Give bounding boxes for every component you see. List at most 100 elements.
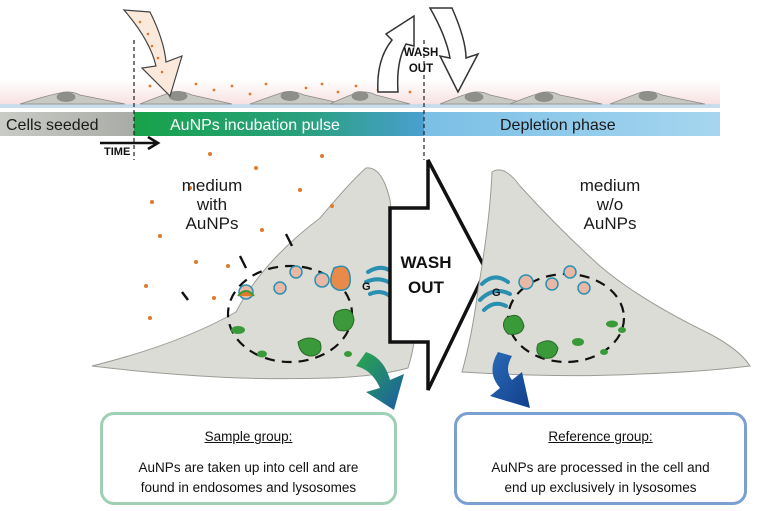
- center-out-label: OUT: [408, 278, 445, 297]
- nanoparticle: [254, 166, 258, 170]
- medium-without-line1: medium: [580, 176, 640, 195]
- nanoparticle: [230, 84, 234, 88]
- reference-group-heading: Reference group:: [548, 429, 653, 444]
- golgi-icon: [478, 275, 512, 312]
- endosome: [563, 265, 577, 279]
- center-washout-arrow-icon: [388, 159, 488, 391]
- nanoparticle: [330, 204, 334, 208]
- nanoparticle: [304, 86, 308, 90]
- nanoparticle: [248, 92, 252, 96]
- golgi-label-right: G: [492, 287, 501, 299]
- nanoparticle: [354, 84, 358, 88]
- nanoparticle: [298, 188, 302, 192]
- lysosome: [257, 350, 267, 358]
- nanoparticle: [138, 20, 142, 24]
- lysosome: [332, 308, 355, 332]
- nanoparticle: [156, 56, 160, 60]
- addition-arrow: [122, 9, 183, 98]
- sample-group-line1: AuNPs are taken up into cell and are: [138, 460, 359, 475]
- nanoparticle: [146, 32, 150, 36]
- nanoparticle: [260, 228, 264, 232]
- medium-without-line2: w/o: [596, 195, 623, 214]
- sample-group-heading: Sample group:: [204, 429, 293, 444]
- reference-cell: G medium w/o AuNPs: [461, 169, 751, 408]
- nanoparticle: [158, 234, 162, 238]
- top-wash-label: WASH: [404, 47, 439, 59]
- nanoparticle: [336, 90, 340, 94]
- golgi-label-left: G: [362, 281, 371, 293]
- nanoparticle: [320, 154, 324, 158]
- endosome: [314, 272, 330, 288]
- seeded-cell-nucleus: [534, 92, 554, 102]
- top-washout-arrows: WASH OUT: [377, 7, 480, 94]
- nanoparticle: [144, 284, 148, 288]
- washout-up-arrow-icon: [377, 14, 415, 93]
- nanoparticle: [212, 88, 216, 92]
- reference-group-text: AuNPs are processed in the cell and end …: [457, 458, 744, 498]
- seeded-cell-nucleus: [464, 92, 484, 102]
- sample-membrane-markers: [181, 233, 294, 301]
- medium-without-line3: AuNPs: [584, 214, 637, 233]
- seeded-cell: [509, 91, 603, 105]
- reference-lysosomes: [502, 265, 626, 359]
- nanoparticle: [208, 152, 212, 156]
- lysosome: [618, 327, 626, 333]
- sample-endosomes: [231, 265, 355, 358]
- medium-with-line1: medium: [182, 176, 242, 195]
- lysosome: [231, 326, 245, 334]
- sample-group-line2: found in endosomes and lysosomes: [140, 480, 357, 495]
- nanoparticle: [150, 44, 154, 48]
- seeded-cell-nucleus: [56, 92, 76, 102]
- center-wash-label: WASH: [401, 253, 452, 272]
- timeline-strip: Cells seeded AuNPs incubation pulse Depl…: [0, 40, 720, 160]
- nanoparticle: [212, 296, 216, 300]
- sample-group-text: AuNPs are taken up into cell and are fou…: [103, 458, 394, 498]
- uptake-pit: [237, 290, 255, 297]
- lysosome: [572, 338, 584, 346]
- reference-group-line2: end up exclusively in lysosomes: [504, 480, 697, 495]
- nanoparticle: [160, 70, 164, 74]
- endosome: [289, 265, 303, 279]
- reference-arrow-icon: [490, 352, 530, 408]
- sample-group-box: Sample group: AuNPs are taken up into ce…: [100, 412, 397, 505]
- reference-group-line1: AuNPs are processed in the cell and: [491, 460, 710, 475]
- substrate-line: [0, 104, 720, 108]
- nanoparticle: [320, 82, 324, 86]
- lysosome: [606, 320, 618, 328]
- nanoparticle: [408, 90, 412, 94]
- depletion-bar: [424, 112, 720, 136]
- lysosome: [600, 349, 608, 355]
- sample-cell: G: [91, 152, 416, 410]
- center-washout: WASH OUT: [388, 159, 488, 391]
- top-out-label: OUT: [409, 63, 433, 75]
- seeded-cells: [19, 91, 706, 105]
- medium-with-line2: with: [196, 195, 227, 214]
- washout-down-arrow-icon: [428, 7, 480, 94]
- endosome: [577, 281, 591, 295]
- seeded-cell-nucleus: [351, 91, 369, 101]
- lysosome: [297, 337, 322, 357]
- lysosome: [502, 314, 525, 335]
- nanoparticle: [148, 316, 152, 320]
- seeded-cell: [329, 91, 411, 105]
- incubation-bar: [134, 112, 424, 136]
- depletion-label: Depletion phase: [500, 117, 616, 134]
- nanoparticle: [188, 186, 192, 190]
- cells-seeded-label: Cells seeded: [6, 117, 99, 134]
- seeded-cell-nucleus: [280, 91, 300, 101]
- seeded-cell: [439, 91, 531, 105]
- nanoparticle: [194, 82, 198, 86]
- cells-seeded-bar: [0, 112, 134, 136]
- lysosome: [330, 265, 351, 291]
- reference-cell-body: [461, 169, 751, 377]
- addition-arrow-icon: [122, 9, 183, 98]
- endosome: [545, 277, 559, 291]
- nanoparticle: [194, 260, 198, 264]
- nanoparticle: [226, 264, 230, 268]
- endosome: [518, 274, 534, 290]
- seeded-cell-nucleus: [638, 91, 658, 101]
- nanoparticle: [150, 200, 154, 204]
- reference-group-box: Reference group: AuNPs are processed in …: [454, 412, 747, 505]
